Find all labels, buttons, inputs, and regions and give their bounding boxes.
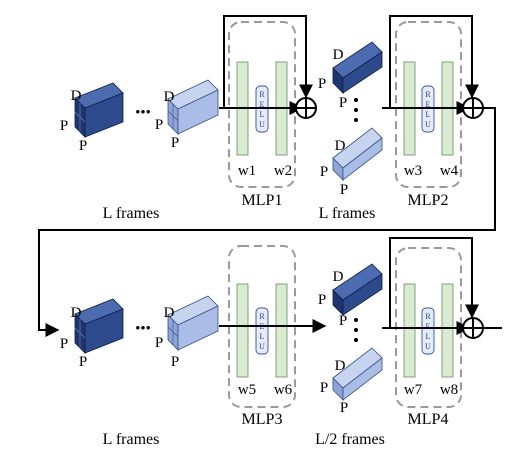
caption-mlp1: MLP1 bbox=[242, 192, 283, 209]
caption-mlp2: MLP2 bbox=[408, 192, 449, 209]
add-icon bbox=[462, 97, 484, 119]
patch-label: P bbox=[155, 335, 163, 351]
relu-letter: R bbox=[425, 90, 431, 99]
skip-connection bbox=[389, 15, 479, 108]
caption-mlp3: MLP3 bbox=[242, 411, 283, 428]
depth-label: D bbox=[335, 138, 346, 154]
caption-frames-b: L frames bbox=[319, 205, 376, 222]
frame-cube-light-1 bbox=[167, 79, 219, 135]
weight-bar bbox=[403, 283, 416, 378]
vertical-dots bbox=[354, 318, 358, 342]
relu-letter: R bbox=[259, 90, 265, 99]
weight-label-w6: w6 bbox=[274, 382, 293, 398]
relu-letter: R bbox=[259, 312, 265, 321]
relu-letter: L bbox=[426, 332, 431, 341]
patch-label: P bbox=[339, 313, 347, 329]
token-cube-light-1 bbox=[332, 127, 383, 181]
relu-letter: R bbox=[425, 312, 431, 321]
patch-label: P bbox=[318, 292, 326, 308]
patch-label: P bbox=[60, 118, 68, 134]
relu-block bbox=[421, 307, 435, 355]
skip-connection bbox=[223, 15, 313, 108]
patch-label: P bbox=[318, 76, 326, 92]
skip-connection bbox=[389, 237, 479, 328]
depth-label: D bbox=[71, 305, 82, 321]
relu-letter: L bbox=[426, 110, 431, 119]
patch-label: P bbox=[340, 400, 348, 416]
patch-label: P bbox=[339, 95, 347, 111]
patch-label: P bbox=[320, 164, 328, 180]
patch-label: P bbox=[79, 138, 87, 154]
frame-cube-dark-2 bbox=[74, 298, 124, 354]
token-cube-dark-1 bbox=[332, 41, 383, 94]
token-cube-dark-2 bbox=[332, 263, 383, 316]
patch-label: P bbox=[171, 135, 179, 151]
relu-letter: U bbox=[425, 120, 431, 129]
caption-frames-c: L frames bbox=[103, 431, 160, 448]
patch-label: P bbox=[171, 354, 179, 370]
weight-label-w7: w7 bbox=[404, 382, 423, 398]
weight-label-w4: w4 bbox=[440, 163, 459, 179]
weight-label-w5: w5 bbox=[238, 382, 256, 398]
weight-bar bbox=[236, 283, 249, 378]
patch-label: P bbox=[340, 182, 348, 198]
patch-label: P bbox=[60, 336, 68, 352]
patch-label: P bbox=[79, 354, 87, 370]
weight-label-w3: w3 bbox=[404, 163, 422, 179]
weight-label-w2: w2 bbox=[274, 163, 292, 179]
depth-label: D bbox=[335, 358, 346, 374]
row-connector-arrow bbox=[38, 107, 496, 337]
frame-cube-dark-1 bbox=[74, 82, 124, 138]
ellipsis-dots: ••• bbox=[135, 321, 151, 337]
relu-letter: U bbox=[259, 342, 265, 351]
relu-letter: E bbox=[426, 100, 431, 109]
caption-frames-a: L frames bbox=[103, 205, 160, 222]
depth-label: D bbox=[333, 269, 344, 285]
add-icon bbox=[295, 97, 317, 119]
weight-label-w1: w1 bbox=[238, 163, 256, 179]
caption-frames-d: L/2 frames bbox=[315, 431, 385, 448]
depth-label: D bbox=[71, 88, 82, 104]
caption-mlp4: MLP4 bbox=[408, 411, 449, 428]
relu-letter: E bbox=[260, 100, 265, 109]
relu-letter: E bbox=[426, 322, 431, 331]
frame-cube-light-2 bbox=[167, 295, 219, 351]
token-cube-light-2 bbox=[332, 347, 383, 401]
patch-label: P bbox=[155, 117, 163, 133]
ellipsis-dots: ••• bbox=[135, 105, 151, 121]
depth-label: D bbox=[164, 89, 175, 105]
weight-bar bbox=[441, 283, 454, 378]
depth-label: D bbox=[164, 305, 175, 321]
add-icon bbox=[462, 317, 484, 339]
relu-letter: L bbox=[260, 332, 265, 341]
patch-label: P bbox=[320, 380, 328, 396]
depth-label: D bbox=[333, 47, 344, 63]
relu-block bbox=[255, 307, 269, 355]
vertical-dots bbox=[354, 98, 358, 122]
relu-letter: U bbox=[259, 120, 265, 129]
relu-letter: U bbox=[425, 342, 431, 351]
weight-label-w8: w8 bbox=[440, 382, 458, 398]
weight-bar bbox=[275, 283, 288, 378]
relu-letter: L bbox=[260, 110, 265, 119]
